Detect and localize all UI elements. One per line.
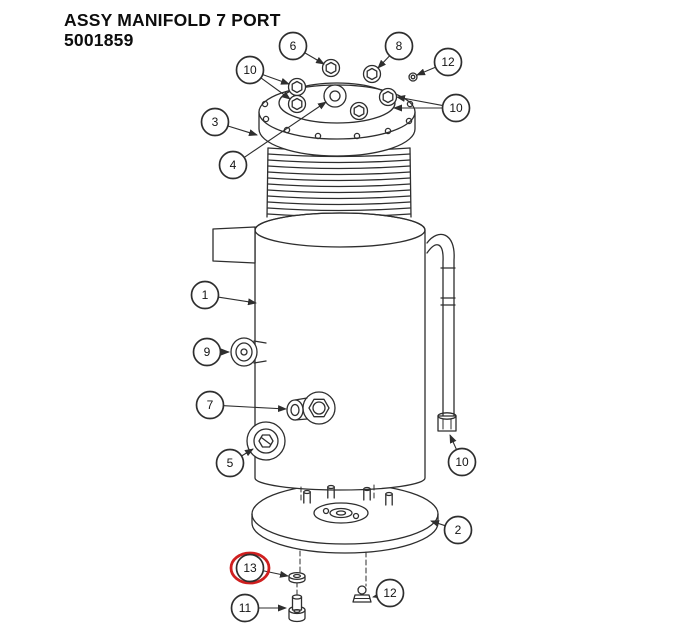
center-hub [313,502,369,524]
balloon-10 [235,55,265,85]
leader-line-2 [430,520,445,527]
balloon-label-4: 4 [230,158,237,172]
leader-line-8 [377,55,390,69]
leader-line-7 [223,405,287,413]
balloon-label-10: 10 [449,101,463,115]
leader-line-10 [261,77,291,100]
balloon-12 [433,47,463,77]
balloon-label-11: 11 [239,601,252,615]
base-plate-details [303,484,393,524]
balloon-7 [195,390,225,420]
leader-line-5 [241,448,254,457]
leader-line-1 [218,296,257,306]
balloon-label-10: 10 [455,455,469,469]
balloon-label-5: 5 [227,456,234,470]
balloon-4 [218,150,248,180]
base-plate [251,483,439,554]
fitting-5 [246,421,286,461]
balloon-13 [235,553,265,583]
balloon-label-7: 7 [207,398,214,412]
balloon-label-12: 12 [441,55,455,69]
leader-line-10 [396,95,443,106]
leader-line-12 [372,591,382,599]
port-plugs [287,58,418,121]
balloon-label-2: 2 [455,523,462,537]
leader-line-4 [244,101,327,158]
balloon-8 [384,31,414,61]
balloon-2 [443,515,473,545]
balloon-label-10: 10 [243,63,257,77]
fitting-9 [230,337,267,367]
leader-line-10 [449,434,457,450]
balloon-10 [441,93,471,123]
drawing-title-line1: ASSY MANIFOLD 7 PORT [64,10,281,30]
manifold-drawing [212,58,457,623]
balloon-1 [190,280,220,310]
balloon-label-13: 13 [243,561,257,575]
washer-13 [288,571,306,584]
balloon-9 [192,337,222,367]
balloon-label-8: 8 [396,39,403,53]
balloon-label-6: 6 [290,39,297,53]
balloon-label-9: 9 [204,345,211,359]
grease-fitting-12 [352,585,372,603]
side-port-box [212,226,256,264]
balloon-3 [200,107,230,137]
balloon-5 [215,448,245,478]
fitting-7 [286,391,336,425]
alignment-dashed-lower [296,550,367,596]
set-screw [408,72,418,82]
center-port [323,84,347,108]
leader-line-6 [304,52,325,65]
balloon-12 [375,578,405,608]
mounting-studs [303,484,393,506]
leader-line-3 [228,125,258,136]
ribbed-section [266,147,412,218]
balloon-label-3: 3 [212,115,219,129]
balloon-label-12: 12 [383,586,397,600]
drawing-title: ASSY MANIFOLD 7 PORT 5001859 [64,10,281,50]
balloon-label-1: 1 [202,288,209,302]
leader-line-12 [416,66,436,76]
leader-line-10 [262,74,290,85]
highlight-ring [229,551,271,585]
tube-end-fitting [437,412,457,432]
balloon-6 [278,31,308,61]
balloon-11 [230,593,260,623]
balloon-10 [447,447,477,477]
alignment-dashed-upper [300,484,375,504]
balloons-layer: 6 8 12 10 10 3 4 1 9 7 5 10 2 13 11 12 [190,31,477,623]
drawing-number: 5001859 [64,30,134,51]
bolt-11 [288,594,306,623]
drain-tube [426,233,457,432]
